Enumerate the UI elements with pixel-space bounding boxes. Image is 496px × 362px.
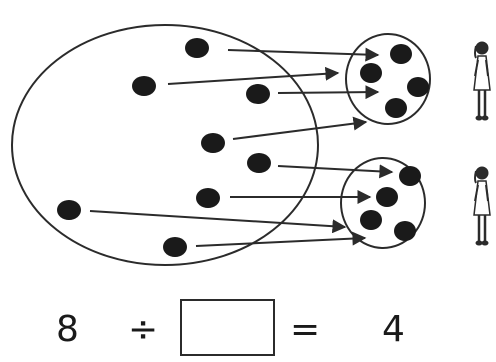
equals-sign: = [290, 309, 320, 350]
group-2-dots [360, 166, 421, 241]
dot [390, 44, 412, 64]
big-set-circle [11, 24, 319, 266]
group-1-dots [360, 44, 429, 118]
dot [376, 187, 398, 207]
group-circle-1 [345, 33, 431, 125]
arrow [277, 85, 380, 100]
girl-figure-icon [473, 166, 491, 246]
dot [132, 76, 156, 96]
equation: 8 ÷ = 4 [56, 299, 405, 356]
arrow [167, 66, 340, 85]
dot [360, 63, 382, 83]
quotient: 4 [382, 309, 405, 350]
dot [360, 210, 382, 230]
group-circle-2 [340, 157, 426, 249]
dot [247, 153, 271, 173]
dot [163, 237, 187, 257]
source-dots [57, 38, 271, 257]
dot [399, 166, 421, 186]
dot [57, 200, 81, 220]
dot [394, 221, 416, 241]
dot [246, 84, 270, 104]
arrow [195, 231, 367, 247]
arrows [89, 47, 394, 247]
dot [201, 133, 225, 153]
dot [185, 38, 209, 58]
arrow [277, 164, 394, 179]
dot [196, 188, 220, 208]
dividend: 8 [56, 309, 79, 350]
dot [407, 77, 429, 97]
arrow [227, 47, 380, 62]
answer-box[interactable] [180, 299, 275, 356]
dot [385, 98, 407, 118]
arrow [232, 116, 368, 140]
division-sign: ÷ [128, 309, 158, 350]
girl-figure-icon [473, 41, 491, 121]
arrow [89, 210, 347, 234]
